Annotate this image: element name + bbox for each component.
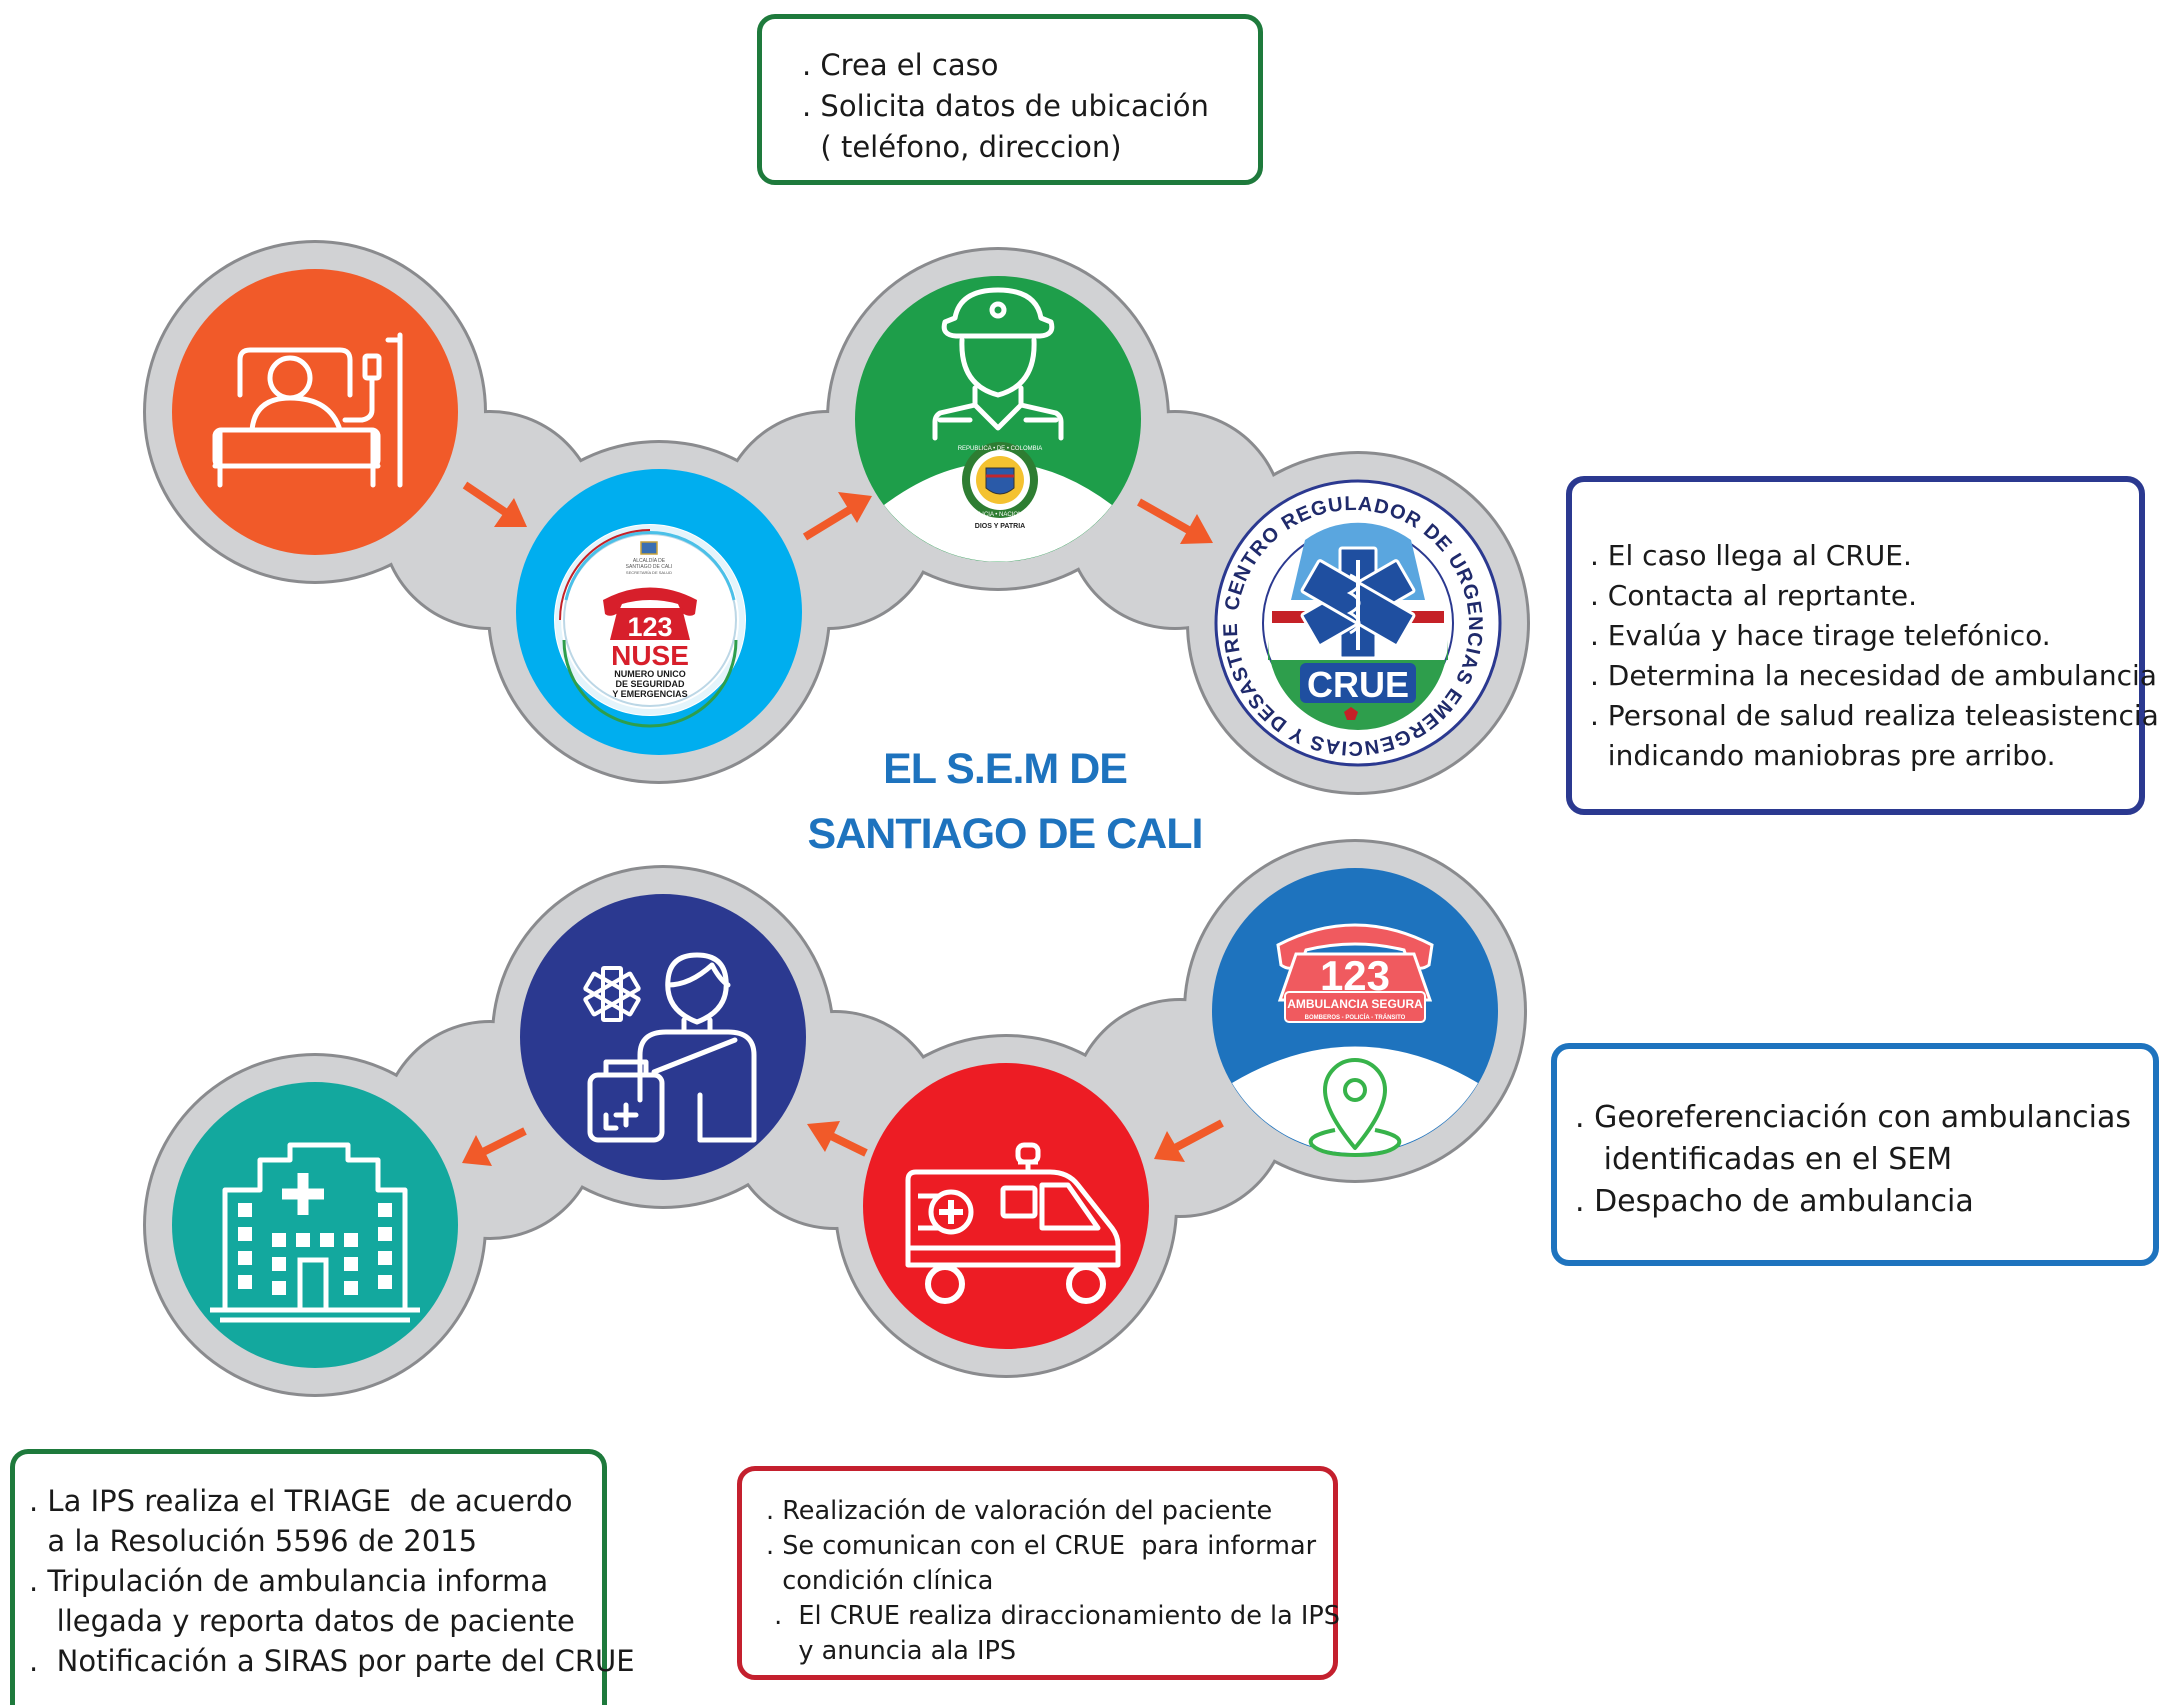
- arrow-icon: [802, 492, 872, 541]
- svg-text:AMBULANCIA SEGURA: AMBULANCIA SEGURA: [1287, 997, 1423, 1011]
- ambulance-icon: [905, 1142, 1121, 1268]
- title-line-1: EL S.E.M DE: [883, 745, 1128, 793]
- info-line: . Notificación a SIRAS por parte del CRU…: [29, 1644, 635, 1678]
- phone-icon: [603, 587, 697, 616]
- arrow-icon: [462, 481, 527, 527]
- info-line: . El caso llega al CRUE.: [1590, 539, 1912, 572]
- svg-text:POLICIA • NACIONAL: POLICIA • NACIONAL: [970, 512, 1030, 518]
- info-line: . Determina la necesidad de ambulancia.: [1590, 659, 2159, 692]
- info-box-dispatch: . Georeferenciación con ambulancias iden…: [1551, 1043, 2159, 1266]
- crue-logo: CRUE: [1268, 522, 1448, 730]
- info-box-ips: . La IPS realiza el TRIAGE de acuerdo a …: [10, 1449, 635, 1705]
- hospital-building-icon: [210, 1142, 420, 1323]
- arrow-icon: [462, 1127, 527, 1166]
- arrow-icon: [1137, 498, 1213, 544]
- info-line: . Georeferenciación con ambulancias: [1575, 1100, 2132, 1135]
- node-paramedic: [520, 894, 806, 1180]
- info-line: . La IPS realiza el TRIAGE de acuerdo: [29, 1484, 573, 1518]
- arrow-icon: [1154, 1119, 1224, 1162]
- node-patient: [172, 269, 458, 555]
- info-box-top: . Crea el caso . Solicita datos de ubica…: [757, 14, 1263, 185]
- svg-text:DIOS Y PATRIA: DIOS Y PATRIA: [975, 523, 1025, 530]
- info-line: . Personal de salud realiza teleasistenc…: [1590, 699, 2159, 732]
- svg-text:123: 123: [627, 612, 672, 642]
- info-box-assessment: . Realización de valoración del paciente…: [737, 1466, 1340, 1680]
- title-line-2: SANTIAGO DE CALI: [807, 810, 1204, 858]
- info-line: . Se comunican con el CRUE para informar: [766, 1531, 1317, 1561]
- location-pin-icon: [1308, 1058, 1402, 1157]
- svg-text:NUMERO UNICO: NUMERO UNICO: [614, 669, 686, 679]
- info-box-crue: . El caso llega al CRUE. . Contacta al r…: [1566, 476, 2159, 815]
- svg-text:SANTIAGO DE CALI: SANTIAGO DE CALI: [626, 564, 673, 570]
- svg-text:REPUBLICA • DE • COLOMBIA: REPUBLICA • DE • COLOMBIA: [958, 446, 1043, 452]
- star-of-life-small-icon: [583, 966, 641, 1022]
- police-seal-icon: REPUBLICA • DE • COLOMBIA POLICIA • NACI…: [958, 442, 1043, 530]
- info-line: . Despacho de ambulancia: [1575, 1184, 1974, 1219]
- hospital-bed-patient-icon: [212, 332, 403, 488]
- svg-text:ALCALDÍA DE: ALCALDÍA DE: [633, 557, 666, 564]
- svg-text:DE SEGURIDAD: DE SEGURIDAD: [615, 679, 685, 689]
- info-line: a la Resolución 5596 de 2015: [29, 1524, 478, 1558]
- svg-text:NUSE: NUSE: [611, 640, 689, 671]
- info-line: . Tripulación de ambulancia informa: [29, 1564, 549, 1598]
- info-line: . Contacta al reprtante.: [1590, 579, 1918, 612]
- info-line: condición clínica: [766, 1566, 994, 1596]
- info-line: llegada y reporta datos de paciente: [29, 1604, 575, 1638]
- node-hospital: [172, 1082, 458, 1368]
- info-line: . Crea el caso: [802, 48, 999, 82]
- police-officer-icon: [932, 287, 1064, 441]
- info-line: y anuncia ala IPS: [766, 1636, 1017, 1666]
- info-line: . Realización de valoración del paciente: [766, 1496, 1273, 1526]
- info-line: indicando maniobras pre arribo.: [1590, 739, 2056, 772]
- info-line: ( teléfono, direccion): [802, 130, 1122, 164]
- ambulancia-segura-123-logo: 123 AMBULANCIA SEGURA BOMBEROS - POLICÍA…: [1276, 923, 1434, 1023]
- svg-text:SECRETARÍA DE SALUD: SECRETARÍA DE SALUD: [626, 570, 672, 575]
- info-line: . El CRUE realiza diraccionamiento de la…: [766, 1601, 1340, 1631]
- node-police: REPUBLICA • DE • COLOMBIA POLICIA • NACI…: [855, 276, 1141, 562]
- arrow-icon: [807, 1121, 868, 1157]
- info-line: identificadas en el SEM: [1575, 1142, 1953, 1177]
- node-ambulance: [863, 1063, 1149, 1349]
- svg-text:BOMBEROS - POLICÍA - TRÁNSITO: BOMBEROS - POLICÍA - TRÁNSITO: [1305, 1013, 1406, 1021]
- info-line: . Evalúa y hace tirage telefónico.: [1590, 619, 2051, 652]
- svg-text:Y EMERGENCIAS: Y EMERGENCIAS: [612, 689, 687, 699]
- node-nuse: ALCALDÍA DE SANTIAGO DE CALI SECRETARÍA …: [516, 469, 802, 755]
- nuse-123-logo: ALCALDÍA DE SANTIAGO DE CALI SECRETARÍA …: [554, 524, 746, 728]
- wheel-icon: [925, 1264, 1106, 1304]
- paramedic-icon: [587, 952, 757, 1143]
- svg-text:CRUE: CRUE: [1307, 664, 1409, 705]
- flow-arrows: [462, 481, 1224, 1166]
- info-line: . Solicita datos de ubicación: [802, 89, 1209, 123]
- node-ambulancia-segura: 123 AMBULANCIA SEGURA BOMBEROS - POLICÍA…: [1212, 868, 1498, 1157]
